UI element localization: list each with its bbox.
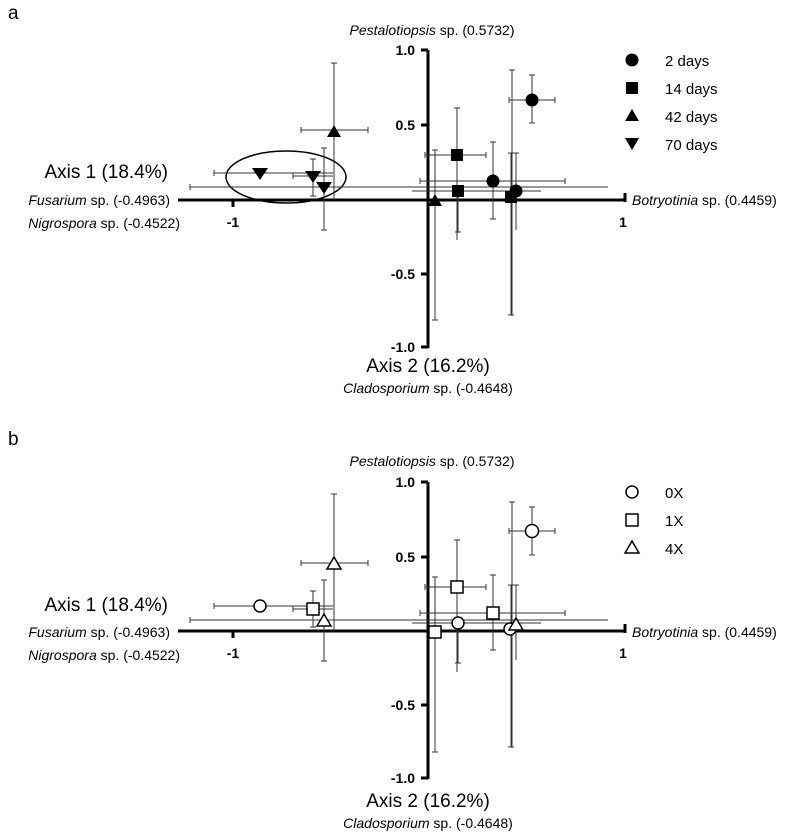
marker-2d (509, 184, 523, 198)
y-tick-n1: -1.0 (391, 339, 415, 355)
panel-letter-b: b (8, 429, 19, 450)
marker-0x (524, 523, 540, 539)
axis1-title: Axis 1 (18.4%) (44, 595, 168, 616)
marker-1x (486, 606, 500, 620)
legend-open-circle-icon (625, 485, 639, 499)
y-tick-05: 0.5 (396, 117, 416, 133)
axis1-title: Axis 1 (18.4%) (44, 162, 168, 183)
marker-4x (507, 616, 525, 631)
marker-2d (486, 174, 500, 188)
axis2-title: Axis 2 (16.2%) (366, 791, 490, 812)
y-tick-1: 1.0 (396, 474, 416, 490)
left-species-label-2: Nigrospora sp. (-0.4522) (28, 215, 180, 231)
marker-14d (451, 149, 463, 161)
left-species-label-1: Fusarium sp. (-0.4963) (28, 192, 170, 208)
left-species-label-1: Fusarium sp. (-0.4963) (28, 624, 170, 640)
marker-4x (325, 555, 343, 570)
group-ellipse (225, 150, 347, 204)
panel-letter-a: a (8, 3, 19, 24)
top-species-label: Pestalotiopsis sp. (0.5732) (350, 22, 515, 38)
marker-2d (525, 93, 539, 107)
y-tick-n1: -1.0 (391, 770, 415, 786)
marker-0x (253, 599, 267, 613)
marker-14d (452, 185, 464, 197)
svg-text:1X: 1X (665, 513, 683, 530)
y-tick-n05: -0.5 (391, 266, 415, 282)
marker-0x (451, 616, 465, 630)
error-bars (189, 493, 608, 753)
x-tick-n1: -1 (227, 214, 240, 230)
y-tick-05: 0.5 (396, 549, 416, 565)
left-species-label-2: Nigrospora sp. (-0.4522) (28, 647, 180, 663)
legend-b: 0X 1X 4X (623, 485, 683, 558)
marker-70d (252, 168, 268, 180)
marker-1x (306, 602, 320, 616)
markers (252, 93, 539, 206)
right-species-label: Botryotinia sp. (0.4459) (632, 624, 777, 640)
marker-42d (428, 194, 442, 206)
x-tick-n1: -1 (227, 645, 240, 661)
marker-4x (315, 612, 333, 627)
axis2-title: Axis 2 (16.2%) (366, 356, 490, 377)
svg-text:14 days: 14 days (665, 81, 718, 98)
x-tick-1: 1 (619, 214, 627, 230)
svg-text:42 days: 42 days (665, 109, 718, 126)
legend-a: 2 days 14 days 42 days 70 days (625, 53, 718, 154)
y-tick-n05: -0.5 (391, 697, 415, 713)
markers (253, 523, 540, 639)
bottom-species-label: Cladosporium sp. (-0.4648) (343, 815, 513, 831)
legend-square-icon (626, 82, 638, 94)
marker-1x (428, 625, 442, 639)
legend-triangle-up-icon (625, 109, 639, 121)
marker-42d (327, 125, 341, 137)
y-tick-1: 1.0 (396, 42, 416, 58)
marker-1x (450, 580, 464, 594)
marker-70d (305, 171, 321, 183)
bottom-species-label: Cladosporium sp. (-0.4648) (343, 380, 513, 396)
top-species-label: Pestalotiopsis sp. (0.5732) (350, 453, 515, 469)
legend-open-triangle-icon (623, 539, 641, 554)
svg-text:0X: 0X (665, 485, 683, 502)
right-species-label: Botryotinia sp. (0.4459) (632, 192, 777, 208)
panel-a: a Pestalotiopsis sp. (0.5732) 1.0 0.5 -0… (8, 3, 777, 396)
x-tick-1: 1 (619, 645, 627, 661)
panel-b: b Pestalotiopsis sp. (0.5732) 1.0 0.5 -0… (8, 429, 777, 831)
legend-triangle-down-icon (625, 138, 639, 150)
legend-circle-icon (625, 53, 639, 67)
marker-70d (316, 182, 332, 194)
svg-text:2 days: 2 days (665, 53, 709, 70)
legend-open-square-icon (625, 513, 639, 527)
svg-text:4X: 4X (665, 541, 683, 558)
svg-text:70 days: 70 days (665, 137, 718, 154)
